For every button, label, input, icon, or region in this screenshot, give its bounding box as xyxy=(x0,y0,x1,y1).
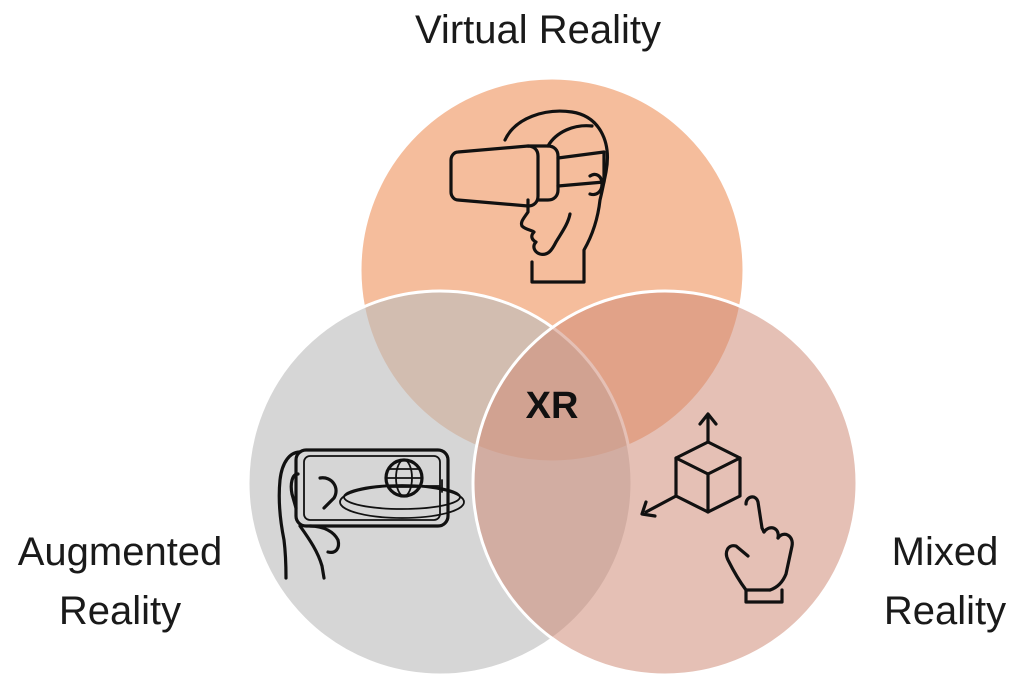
cube-hand-icon xyxy=(640,412,794,604)
mixed-reality-circle xyxy=(471,289,859,677)
mixed-reality-label-line2: Reality xyxy=(884,589,1006,633)
xr-center-label: XR xyxy=(526,385,579,427)
vr-headset-head-icon xyxy=(449,109,609,284)
virtual-reality-label: Virtual Reality xyxy=(415,8,661,52)
augmented-reality-label-line1: Augmented xyxy=(18,530,223,574)
augmented-reality-label-line2: Reality xyxy=(59,589,181,633)
mixed-reality-label-line1: Mixed xyxy=(892,530,999,574)
phone-hand-globe-icon xyxy=(277,448,465,580)
